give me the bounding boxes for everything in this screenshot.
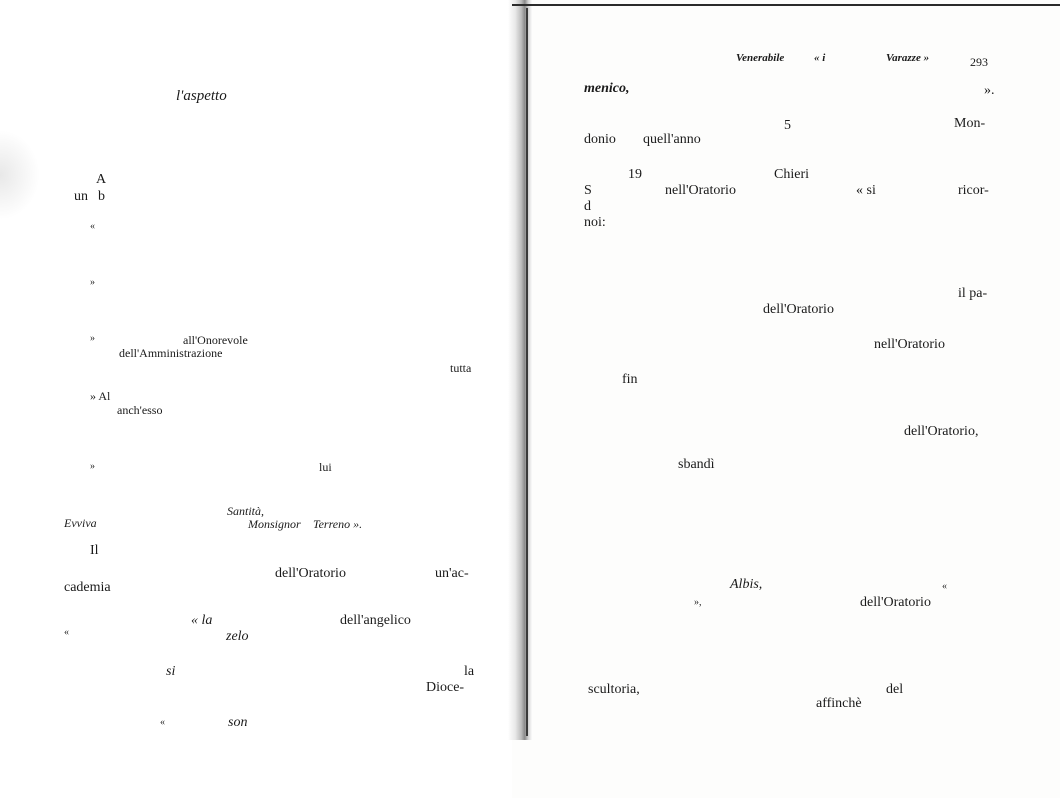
word: » xyxy=(90,333,95,344)
word: tutta xyxy=(450,361,472,375)
word: l'aspetto xyxy=(176,88,227,104)
word: « si xyxy=(856,183,876,198)
word: Albis, xyxy=(730,577,763,592)
word: scultoria, xyxy=(588,682,640,697)
word: dell'Oratorio xyxy=(763,302,834,317)
word: », xyxy=(694,597,702,608)
page-number: 293 xyxy=(970,55,988,69)
word: quell'anno xyxy=(643,132,701,147)
word: Terreno ». xyxy=(313,517,363,531)
word: 5 xyxy=(784,118,791,133)
word: nell'Oratorio xyxy=(665,183,736,198)
word: A xyxy=(96,172,107,187)
word: menico, xyxy=(584,81,630,96)
book-gutter xyxy=(508,0,532,740)
word: dell'Oratorio xyxy=(860,595,931,610)
page-top-edge xyxy=(512,4,1060,6)
word: d xyxy=(584,199,591,214)
word: dell'Amministrazione xyxy=(119,346,223,360)
word: « la xyxy=(191,613,213,628)
word: ricor- xyxy=(958,183,989,198)
word: Dioce- xyxy=(426,680,465,695)
word: cademia xyxy=(64,580,111,595)
running-title: « i xyxy=(814,52,826,64)
word: Mon- xyxy=(954,116,986,131)
word: b xyxy=(98,189,105,204)
right-page: Venerabile « i Varazze » 293 menico, ». … xyxy=(512,0,1060,798)
word: nell'Oratorio xyxy=(874,337,945,352)
word: lui xyxy=(319,460,332,474)
word: ». xyxy=(984,83,995,98)
word: « xyxy=(160,717,165,728)
word: » xyxy=(90,277,95,288)
word: zelo xyxy=(226,629,249,644)
page-edge-shadow xyxy=(0,130,40,220)
binding-edge xyxy=(526,8,528,736)
word: la xyxy=(464,664,475,679)
word: Evviva xyxy=(64,516,97,530)
word: dell'angelico xyxy=(340,613,411,628)
word: un xyxy=(74,189,88,204)
word: Il xyxy=(90,543,99,558)
word: affinchè xyxy=(816,696,862,711)
word: » Al xyxy=(90,389,111,403)
word: del xyxy=(886,682,904,697)
word: dell'Oratorio, xyxy=(904,424,979,439)
running-title: Varazze » xyxy=(886,52,930,64)
left-page: l'aspetto A un b « » » all'Onorevole del… xyxy=(0,0,512,798)
word: Chieri xyxy=(774,167,809,182)
word: 19 xyxy=(628,167,642,182)
word: si xyxy=(166,664,176,679)
word: anch'esso xyxy=(117,403,163,417)
word: donio xyxy=(584,132,616,147)
word: all'Onorevole xyxy=(183,333,248,347)
word: S xyxy=(584,183,592,198)
word: Monsignor xyxy=(248,517,301,531)
word: il pa- xyxy=(958,286,988,301)
word: fin xyxy=(622,372,638,387)
word: « xyxy=(942,581,947,592)
word: un'ac- xyxy=(435,566,469,581)
running-title: Venerabile xyxy=(736,52,785,64)
word: son xyxy=(228,715,248,730)
word: Santità, xyxy=(227,504,265,518)
word: sbandì xyxy=(678,457,715,472)
word: » xyxy=(90,461,95,472)
word: « xyxy=(90,221,95,232)
word: « xyxy=(64,627,69,638)
word: noi: xyxy=(584,215,606,230)
word: dell'Oratorio xyxy=(275,566,346,581)
